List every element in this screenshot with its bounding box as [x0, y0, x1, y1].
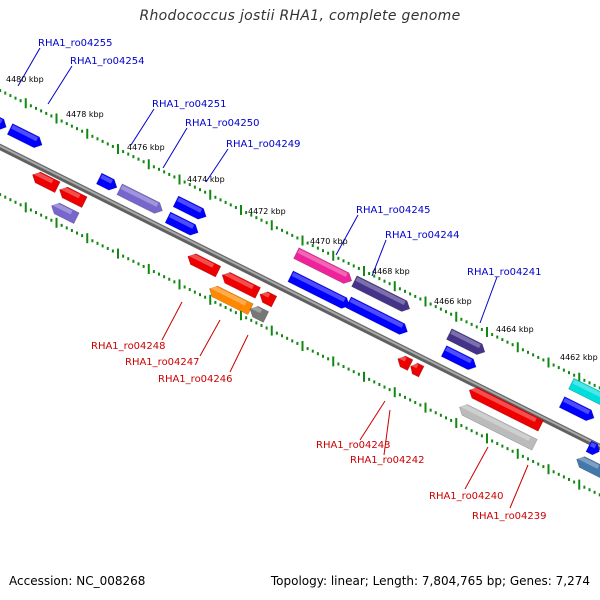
leader-line: [383, 409, 391, 456]
genome-backbone-highlight: [0, 144, 600, 448]
gene-label-ro04242[interactable]: RHA1_ro04242: [350, 455, 425, 466]
reverse-scale-ticks: [0, 193, 600, 497]
leader-line: [371, 239, 387, 277]
gene-label-ro04241[interactable]: RHA1_ro04241: [467, 267, 542, 278]
gene-label-ro04255[interactable]: RHA1_ro04255: [38, 38, 113, 49]
reverse-gene[interactable]: [408, 361, 425, 378]
scale-label: 4466 kbp: [434, 297, 472, 306]
gene-label-ro04251[interactable]: RHA1_ro04251: [152, 99, 227, 110]
forward-gene[interactable]: [95, 172, 119, 193]
reverse-gene[interactable]: [185, 251, 222, 278]
leader-line: [229, 334, 249, 373]
leader-line: [47, 65, 73, 105]
forward-gene[interactable]: [164, 211, 201, 238]
scale-label: 4462 kbp: [560, 353, 598, 362]
gene-label-ro04247[interactable]: RHA1_ro04247: [125, 357, 200, 368]
forward-gene[interactable]: [558, 396, 597, 424]
gene-label-ro04244[interactable]: RHA1_ro04244: [385, 230, 460, 241]
scale-label: 4480 kbp: [6, 75, 44, 84]
leader-line: [479, 276, 498, 324]
gene-label-ro04245[interactable]: RHA1_ro04245: [356, 205, 431, 216]
gene-label-ro04239[interactable]: RHA1_ro04239: [472, 511, 547, 522]
scale-label: 4478 kbp: [66, 110, 104, 119]
reverse-gene[interactable]: [57, 184, 88, 209]
reverse-gene[interactable]: [395, 354, 414, 371]
reverse-gene[interactable]: [49, 200, 80, 225]
leader-line: [199, 319, 221, 357]
forward-gene[interactable]: [116, 183, 165, 216]
reverse-gene-labels: RHA1_ro04248 RHA1_ro04247 RHA1_ro04246 R…: [91, 341, 547, 522]
label-leader-lines: [17, 47, 529, 509]
scale-labels: 4480 kbp 4478 kbp 4476 kbp 4474 kbp 4472…: [6, 75, 598, 362]
forward-gene[interactable]: [287, 270, 352, 311]
scale-label: 4464 kbp: [496, 325, 534, 334]
gene-label-ro04246[interactable]: RHA1_ro04246: [158, 374, 233, 385]
genome-summary-text: Topology: linear; Length: 7,804,765 bp; …: [270, 574, 590, 588]
forward-gene[interactable]: [351, 275, 413, 314]
map-title: Rhodococcus jostii RHA1, complete genome: [139, 8, 461, 24]
reverse-gene[interactable]: [257, 289, 278, 308]
leader-line: [335, 214, 359, 256]
leader-line: [359, 400, 386, 441]
gene-features: [0, 115, 600, 479]
forward-scale-ticks: [0, 89, 600, 390]
leader-line: [161, 301, 183, 341]
reverse-gene[interactable]: [219, 270, 261, 299]
gene-label-ro04240[interactable]: RHA1_ro04240: [429, 491, 504, 502]
forward-gene[interactable]: [446, 328, 487, 358]
reverse-gene[interactable]: [247, 304, 270, 323]
reverse-gene[interactable]: [207, 283, 254, 316]
forward-gene[interactable]: [0, 115, 9, 133]
forward-gene[interactable]: [440, 345, 479, 373]
forward-gene[interactable]: [345, 296, 410, 337]
scale-label: 4468 kbp: [372, 267, 410, 276]
forward-gene[interactable]: [568, 377, 600, 408]
gene-label-ro04249[interactable]: RHA1_ro04249: [226, 139, 301, 150]
forward-gene[interactable]: [172, 195, 209, 222]
reverse-gene[interactable]: [30, 169, 61, 194]
forward-gene[interactable]: [6, 123, 45, 151]
scale-label: 4472 kbp: [248, 207, 286, 216]
gene-label-ro04243[interactable]: RHA1_ro04243: [316, 440, 391, 451]
accession-text: Accession: NC_008268: [9, 574, 146, 588]
reverse-gene[interactable]: [467, 385, 544, 432]
forward-gene[interactable]: [585, 440, 600, 457]
leader-line: [162, 127, 188, 169]
gene-label-ro04254[interactable]: RHA1_ro04254: [70, 56, 145, 67]
forward-gene[interactable]: [293, 247, 355, 286]
scale-label: 4474 kbp: [187, 175, 225, 184]
forward-gene-labels: RHA1_ro04255 RHA1_ro04254 RHA1_ro04251 R…: [38, 38, 542, 278]
leader-line: [130, 108, 155, 146]
leader-line: [464, 446, 489, 490]
gene-label-ro04248[interactable]: RHA1_ro04248: [91, 341, 166, 352]
scale-label: 4476 kbp: [127, 143, 165, 152]
leader-line: [17, 47, 41, 87]
gene-label-ro04250[interactable]: RHA1_ro04250: [185, 118, 260, 129]
leader-line: [205, 148, 229, 183]
leader-line: [509, 464, 529, 509]
reverse-gene[interactable]: [574, 454, 600, 479]
reverse-gene[interactable]: [457, 402, 538, 451]
scale-label: 4470 kbp: [310, 237, 348, 246]
